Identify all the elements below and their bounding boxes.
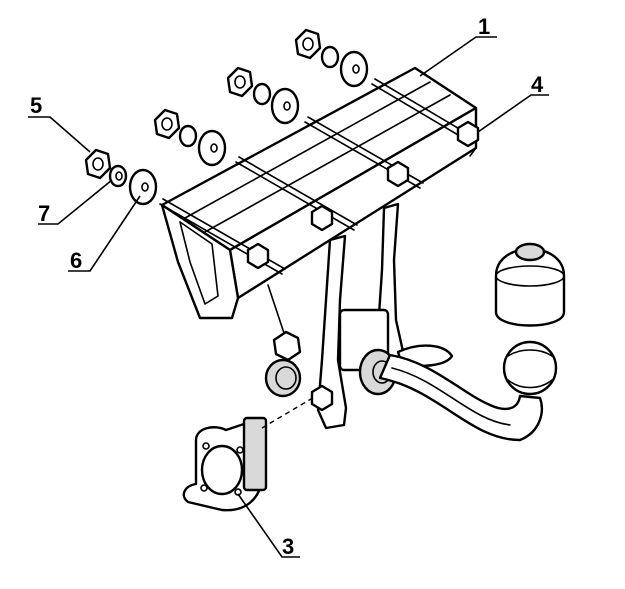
- socket-plate: [182, 395, 317, 512]
- fastener-stack-4: [294, 28, 369, 88]
- fastener-stack-2: [153, 108, 227, 167]
- callout-4: 4: [531, 72, 544, 97]
- callout-3: 3: [282, 534, 294, 559]
- callout-7: 7: [38, 201, 50, 226]
- tow-ball-cover: [494, 242, 566, 327]
- bolt-head-part-4: [456, 120, 480, 148]
- tow-ball: [502, 340, 558, 396]
- callout-5: 5: [30, 93, 42, 118]
- callout-6: 6: [70, 248, 82, 273]
- fastener-stack-front: [84, 148, 158, 206]
- socket-mount-bolt: [264, 330, 302, 398]
- leader-lines: [28, 36, 549, 558]
- mounting-studs: [159, 78, 474, 275]
- crossbar-bolt-heads: [246, 120, 480, 270]
- callout-1: 1: [478, 14, 490, 39]
- fastener-stack-3: [226, 66, 300, 125]
- tow-arm: [378, 353, 543, 442]
- crossbar-bracket: [160, 66, 478, 320]
